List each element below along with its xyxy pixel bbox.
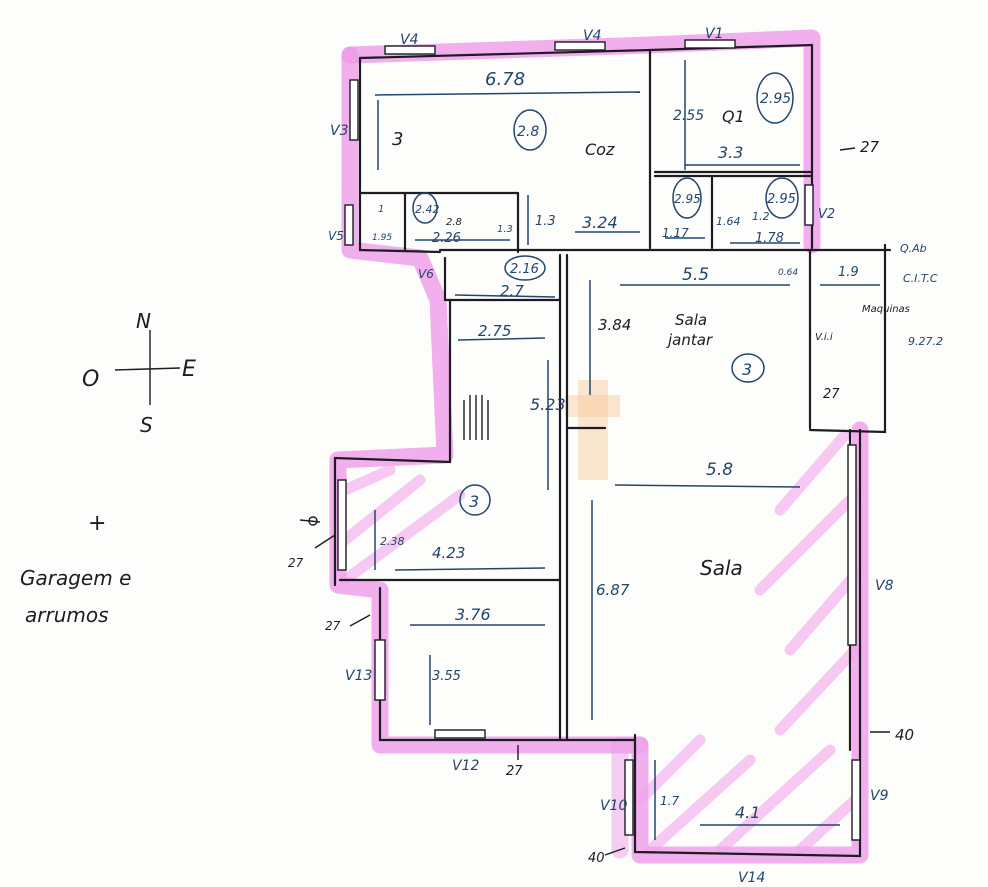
circled-2-16: 2.16: [510, 262, 539, 277]
orange-marker: [565, 380, 620, 480]
room-cozinha: Coz: [585, 140, 615, 159]
dim-small-width: 2.26: [432, 231, 461, 246]
dim-coz-inner: 3.24: [582, 213, 618, 232]
dim-q3-height: 2.38: [380, 535, 405, 548]
level-27-ne: 27: [860, 138, 880, 156]
compass-south-label: S: [140, 413, 153, 437]
dim-q1-width: 3.3: [718, 143, 743, 162]
circled-2-42: 2.42: [415, 203, 440, 216]
dim-q3-width: 4.23: [432, 544, 465, 562]
hatching: [339, 429, 861, 856]
window-v5: V5: [328, 229, 344, 243]
dim-sj-width: 5.5: [682, 265, 709, 285]
circled-2-8: 2.8: [517, 124, 539, 140]
compass-east-label: E: [182, 357, 196, 382]
quadro-line-3: 9.27.2: [908, 335, 943, 348]
window-v3: V3: [330, 123, 348, 139]
window-v12: V12: [452, 758, 479, 774]
dim-wc-width: 1.17: [662, 226, 689, 240]
window-v9: V9: [870, 788, 889, 804]
dim-sj-height: 3.84: [598, 316, 631, 334]
circled-3-sj: 3: [742, 360, 752, 379]
dim-sala-height: 6.87: [596, 581, 630, 599]
room-sala-jantar-1: Sala: [675, 311, 707, 329]
window-v4-east: V4: [583, 28, 601, 44]
window-v10: V10: [600, 798, 627, 814]
dim-wc2-width: 1.78: [755, 231, 784, 246]
dim-wc2-small: 1.2: [752, 210, 770, 223]
dim-sj-side: 0.64: [778, 268, 798, 278]
circled-2-95-wc: 2.95: [674, 192, 701, 206]
window-v13: V13: [345, 668, 372, 684]
dim-bal-width: 4.1: [735, 803, 760, 822]
room-q1: Q1: [722, 107, 745, 126]
level-40-east: 40: [895, 726, 914, 744]
dim-q4-width: 3.76: [455, 605, 491, 624]
dim-coz-width: 6.78: [485, 69, 525, 90]
dim-hall-height: 5.23: [530, 395, 566, 414]
circled-2-95-wc2: 2.95: [767, 192, 796, 207]
dim-q4-height: 3.55: [432, 669, 461, 684]
dim-maq-width: 1.9: [838, 265, 859, 280]
dim-hall-top: 2.7: [500, 282, 524, 300]
svg-text:+: +: [88, 511, 106, 536]
compass-west-label: O: [82, 367, 99, 392]
dim-v5-small: 1: [378, 204, 384, 215]
dim-wc-height: 1.64: [716, 215, 741, 228]
level-27-west: 27: [288, 556, 304, 570]
circled-2-95-q1: 2.95: [760, 91, 791, 107]
level-40-south: 40: [588, 851, 605, 866]
window-v8: V8: [875, 578, 894, 594]
dim-v5-h: 1.95: [372, 233, 392, 243]
ceiling-height-circles: [412, 72, 799, 516]
window-v4-west: V4: [400, 32, 418, 48]
quadro-line-1: Q.Ab: [900, 242, 927, 255]
compass: [114, 330, 181, 405]
staircase: [463, 395, 489, 440]
circled-3-q3: 3: [469, 492, 479, 511]
dim-sala-width: 5.8: [706, 460, 733, 480]
room-vii: V.i.i: [815, 332, 833, 343]
dim-small-label: 2.8: [446, 217, 462, 228]
dimension-lines: [374, 60, 880, 840]
dim-small-height: 1.3: [497, 224, 513, 235]
level-27-south: 27: [506, 764, 523, 779]
dim-q1-height: 2.55: [673, 108, 704, 124]
dim-bal-height: 1.7: [660, 794, 679, 808]
compass-north-label: N: [136, 309, 151, 333]
window-v1: V1: [705, 26, 723, 42]
window-v2: V2: [818, 207, 835, 222]
level-27-sw: 27: [325, 619, 341, 633]
quadro-line-2: C.I.T.C: [903, 272, 938, 285]
note-line-1: Garagem e: [20, 566, 131, 590]
level-27-maq: 27: [823, 387, 840, 402]
window-v14: V14: [738, 870, 765, 886]
windows: [337, 39, 861, 857]
window-v6: V6: [418, 267, 434, 281]
dim-coz-side: 1.3: [535, 214, 556, 229]
note-line-2: arrumos: [25, 603, 109, 627]
room-sala: Sala: [700, 556, 743, 580]
dim-hall-left: 2.75: [478, 322, 511, 340]
dim-coz-height: 3: [392, 129, 403, 150]
room-maquinas: Maquinas: [862, 304, 910, 315]
room-sala-jantar-2: jantar: [666, 331, 713, 349]
